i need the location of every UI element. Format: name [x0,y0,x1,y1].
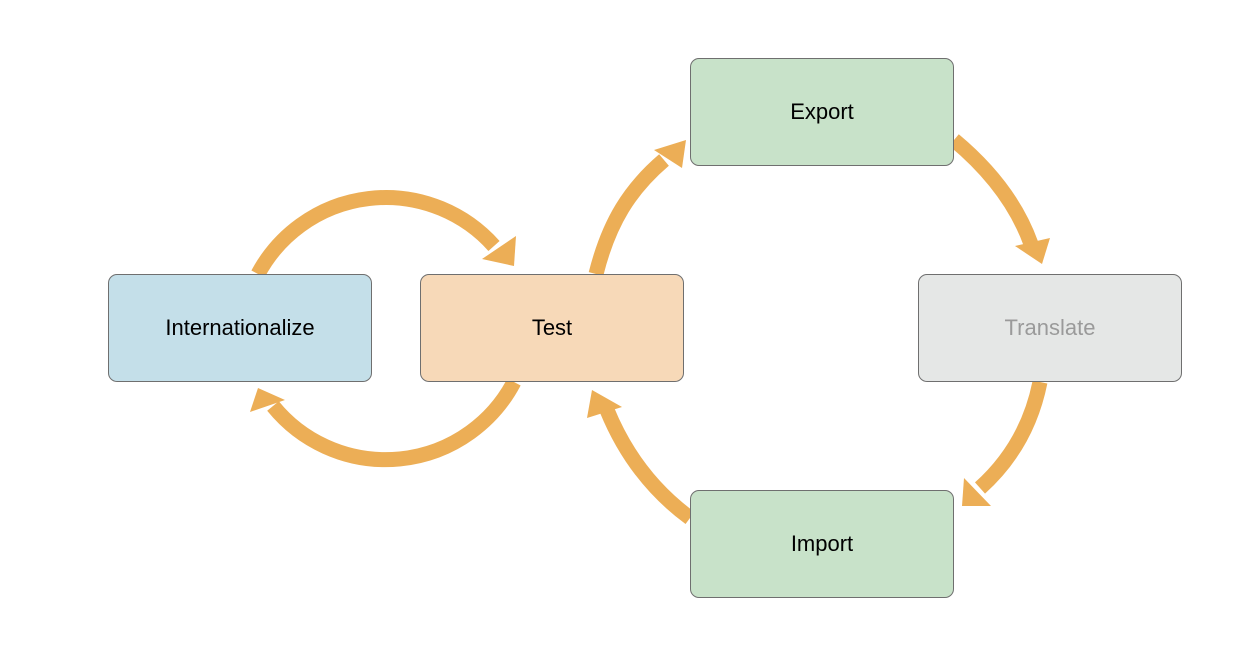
step-test-label: Test [531,315,573,340]
step-internationalize-label: Internationalize [165,315,315,340]
arrow-test-to-export [588,140,686,276]
step-translate-label: Translate [1004,315,1096,340]
step-test: Test [420,274,684,382]
arrow-internationalize-to-test [251,190,516,278]
arrow-import-to-test [587,390,695,525]
arrow-translate-to-import [962,380,1048,506]
step-internationalize: Internationalize [108,274,372,382]
step-export-label: Export [790,99,854,124]
step-translate: Translate [918,274,1182,382]
step-import-label: Import [790,531,854,556]
step-export: Export [690,58,954,166]
step-import: Import [690,490,954,598]
arrow-test-to-internationalize [250,378,521,468]
arrow-export-to-translate [949,134,1050,264]
